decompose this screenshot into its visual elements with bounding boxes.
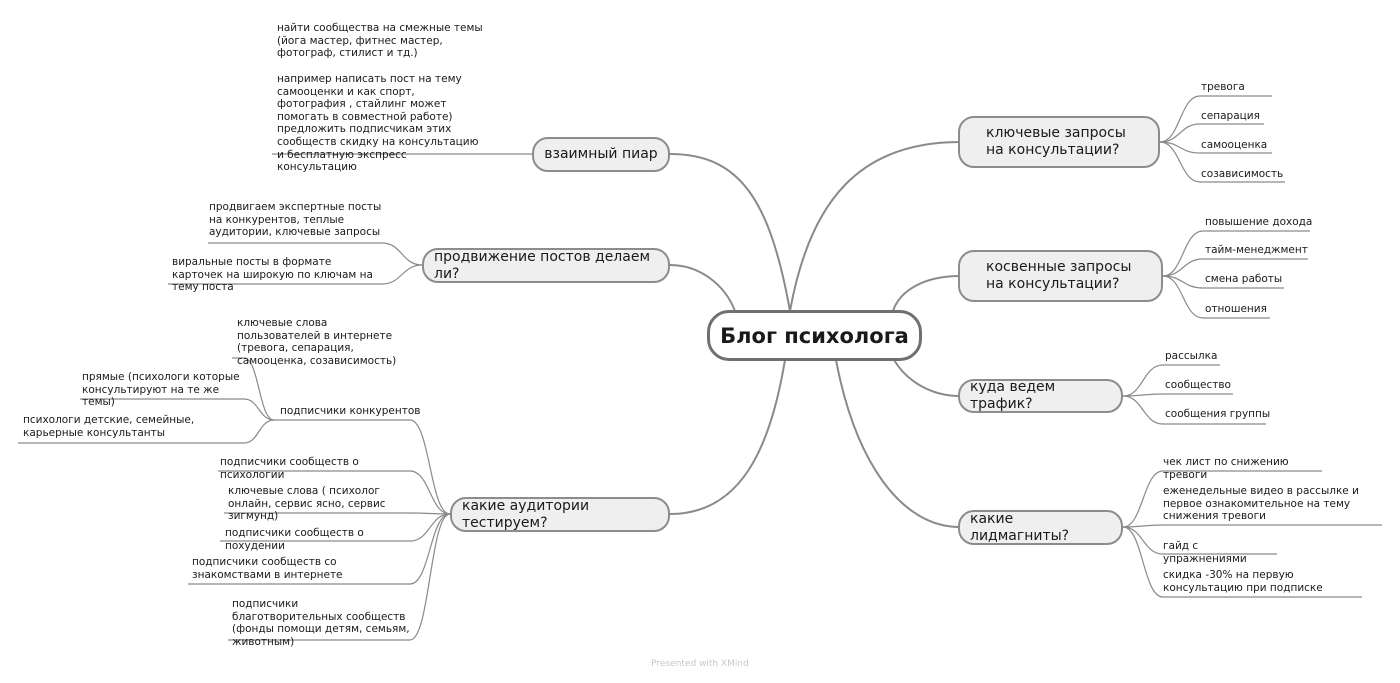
link-central-key-requests bbox=[789, 141, 961, 312]
subtopic-key-request[interactable]: тревога bbox=[1201, 81, 1245, 93]
subtopic-competitor-item[interactable]: психологи детские, семейные, карьерные к… bbox=[23, 414, 195, 439]
topic-key-requests[interactable]: ключевые запросы на консультации? bbox=[958, 116, 1160, 168]
central-topic-label: Блог психолога bbox=[720, 323, 909, 348]
subtopic-leadmagnet[interactable]: гайд с упражнениями bbox=[1163, 540, 1247, 565]
subtopic-key-request[interactable]: сепарация bbox=[1201, 110, 1260, 122]
link-central-leadmagnets bbox=[835, 359, 961, 528]
subtopic-audience[interactable]: подписчики благотворительных сообществ (… bbox=[232, 598, 410, 648]
subtopic-competitor-item[interactable]: прямые (психологи которые консультируют … bbox=[82, 371, 240, 409]
topic-traffic[interactable]: куда ведем трафик? bbox=[958, 379, 1123, 413]
subtopic-key-request[interactable]: созависимость bbox=[1201, 168, 1284, 180]
subtopic-key-request[interactable]: самооценка bbox=[1201, 139, 1268, 151]
subtopic-indirect-request[interactable]: отношения bbox=[1205, 303, 1267, 315]
subtopic-mutual-pr[interactable]: например написать пост на тему самооценк… bbox=[277, 73, 479, 174]
central-topic[interactable]: Блог психолога bbox=[707, 310, 922, 361]
topic-leadmagnets-label: какие лидмагниты? bbox=[970, 510, 1070, 544]
link-central-traffic bbox=[892, 357, 961, 397]
subtopic-audience[interactable]: подписчики сообществ о психологии bbox=[220, 456, 359, 481]
topic-mutual-pr-label: взаимный пиар bbox=[544, 146, 658, 162]
subtopic-leadmagnet[interactable]: скидка -30% на первую консультацию при п… bbox=[1163, 569, 1323, 594]
subtopic-promotion[interactable]: продвигаем экспертные посты на конкурент… bbox=[209, 201, 382, 239]
xmind-watermark: Presented with XMind bbox=[651, 659, 749, 669]
subtopic-indirect-request[interactable]: тайм-менеджмент bbox=[1205, 244, 1308, 256]
link-central-promotion bbox=[669, 264, 736, 312]
link-central-indirect-requests bbox=[892, 275, 961, 312]
topic-mutual-pr[interactable]: взаимный пиар bbox=[532, 137, 670, 172]
subtopic-traffic[interactable]: сообщество bbox=[1165, 379, 1231, 391]
subtopic-audience[interactable]: подписчики сообществ со знакомствами в и… bbox=[192, 556, 343, 581]
subtopic-leadmagnet[interactable]: чек лист по снижению тревоги bbox=[1163, 456, 1289, 481]
subtopic-competitor-subscribers[interactable]: подписчики конкурентов bbox=[280, 405, 421, 417]
subtopic-audience[interactable]: подписчики сообществ о похудении bbox=[225, 527, 364, 552]
topic-audiences-label: какие аудитории тестируем? bbox=[462, 497, 590, 531]
topic-leadmagnets[interactable]: какие лидмагниты? bbox=[958, 510, 1123, 545]
topic-indirect-requests[interactable]: косвенные запросы на консультации? bbox=[958, 250, 1163, 302]
subtopic-indirect-request[interactable]: смена работы bbox=[1205, 273, 1283, 285]
link-central-mutual-pr bbox=[669, 153, 791, 312]
subtopic-mutual-pr[interactable]: найти сообщества на смежные темы (йога м… bbox=[277, 22, 483, 60]
topic-audiences[interactable]: какие аудитории тестируем? bbox=[450, 497, 670, 532]
subtopic-traffic[interactable]: сообщения группы bbox=[1165, 408, 1271, 420]
subtopic-competitor-item[interactable]: ключевые слова пользователей в интернете… bbox=[237, 317, 397, 367]
subtopic-traffic[interactable]: рассылка bbox=[1165, 350, 1218, 362]
subtopic-promotion[interactable]: виральные посты в формате карточек на ши… bbox=[172, 256, 373, 294]
topic-indirect-requests-label: косвенные запросы на консультации? bbox=[986, 259, 1132, 292]
topic-promotion-label: продвижение постов делаем ли? bbox=[434, 248, 651, 282]
subtopic-indirect-request[interactable]: повышение дохода bbox=[1205, 216, 1313, 228]
topic-traffic-label: куда ведем трафик? bbox=[970, 379, 1056, 412]
topic-promotion[interactable]: продвижение постов делаем ли? bbox=[422, 248, 670, 283]
link-central-audiences bbox=[669, 359, 786, 515]
topic-key-requests-label: ключевые запросы на консультации? bbox=[986, 125, 1126, 158]
subtopic-leadmagnet[interactable]: еженедельные видео в рассылке и первое о… bbox=[1163, 485, 1359, 523]
subtopic-audience[interactable]: ключевые слова ( психолог онлайн, сервис… bbox=[228, 485, 386, 523]
